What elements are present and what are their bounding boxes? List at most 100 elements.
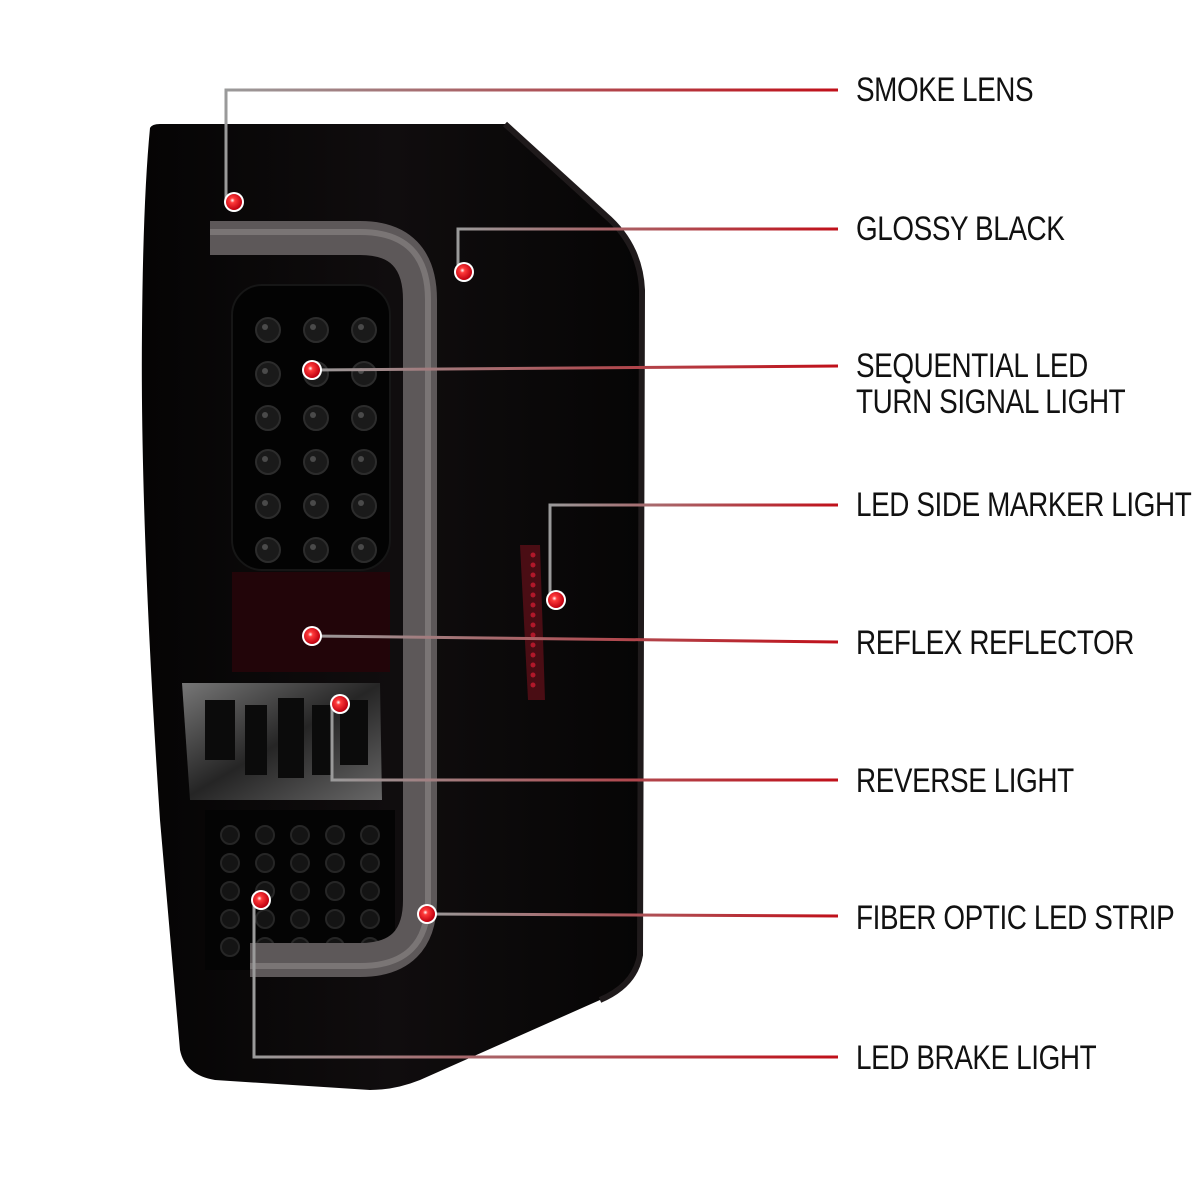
reverse-light-facets <box>205 698 368 778</box>
marker-led <box>530 622 536 628</box>
marker-led <box>530 642 536 648</box>
label-text: REVERSE LIGHT <box>856 762 1074 800</box>
led-bulb <box>255 825 275 845</box>
reflex-reflector-panel <box>232 572 390 672</box>
label-led-brake: LED BRAKE LIGHT <box>856 1039 1097 1077</box>
marker-dot <box>548 592 564 608</box>
side-marker-leds <box>530 552 536 688</box>
label-text: FIBER OPTIC LED STRIP <box>856 899 1175 937</box>
marker-dot <box>304 362 320 378</box>
led-bulb <box>351 493 377 519</box>
led-glint <box>262 544 268 550</box>
leader-line <box>311 364 839 372</box>
marker-dot <box>226 194 242 210</box>
led-bulb <box>351 405 377 431</box>
callout-markers <box>224 192 566 924</box>
marker-led <box>530 592 536 598</box>
label-reflex-reflector: REFLEX REFLECTOR <box>856 625 1134 661</box>
led-glint <box>358 500 364 506</box>
marker-led <box>530 602 536 608</box>
led-bulb <box>360 909 380 929</box>
marker-led <box>530 552 536 558</box>
led-bulb <box>255 317 281 343</box>
label-text: SMOKE LENS <box>856 71 1034 109</box>
led-bulb <box>325 909 345 929</box>
marker-dot <box>253 892 269 908</box>
led-bulb <box>255 405 281 431</box>
led-bulb <box>303 537 329 563</box>
led-bulb <box>360 825 380 845</box>
led-bulb <box>303 449 329 475</box>
reflector-shade <box>232 572 390 672</box>
led-glint <box>310 500 316 506</box>
label-reverse-light: REVERSE LIGHT <box>856 763 1074 799</box>
side-marker-strip <box>520 545 545 700</box>
marker-led <box>530 572 536 578</box>
marker-dot <box>456 264 472 280</box>
led-glint <box>358 544 364 550</box>
label-led-side-marker: LED SIDE MARKER LIGHT <box>856 486 1192 524</box>
marker-led <box>530 632 536 638</box>
led-bulb <box>220 881 240 901</box>
led-bulb <box>303 493 329 519</box>
marker-led <box>530 682 536 688</box>
led-glint <box>262 368 268 374</box>
leader-line <box>426 912 839 918</box>
marker-led <box>530 612 536 618</box>
label-fiber-optic: FIBER OPTIC LED STRIP <box>856 899 1175 937</box>
led-glint <box>262 324 268 330</box>
led-bulb <box>325 825 345 845</box>
led-bulb <box>255 909 275 929</box>
marker-dot <box>419 906 435 922</box>
led-bulb <box>290 825 310 845</box>
led-glint <box>310 544 316 550</box>
label-text: LED SIDE MARKER LIGHT <box>856 486 1192 524</box>
label-text: REFLEX REFLECTOR <box>856 624 1134 662</box>
led-glint <box>310 324 316 330</box>
label-text: LED BRAKE LIGHT <box>856 1039 1097 1077</box>
led-glint <box>262 456 268 462</box>
marker-dot <box>332 696 348 712</box>
fiber-optic-highlight <box>210 229 431 969</box>
led-bulb <box>220 909 240 929</box>
led-bulb <box>220 937 240 957</box>
led-bulb <box>220 853 240 873</box>
leader-line <box>311 634 839 644</box>
label-text: TURN SIGNAL LIGHT <box>856 383 1126 421</box>
marker-led <box>530 672 536 678</box>
label-sequential-led: SEQUENTIAL LED TURN SIGNAL LIGHT <box>856 347 1126 421</box>
marker-led <box>530 662 536 668</box>
led-bulb <box>290 909 310 929</box>
led-bulb <box>351 449 377 475</box>
led-bulb <box>325 853 345 873</box>
led-bulb <box>220 825 240 845</box>
fiber-optic-led-strip <box>210 221 437 977</box>
label-glossy-black: GLOSSY BLACK <box>856 210 1065 248</box>
led-bulb <box>303 405 329 431</box>
led-bulb <box>360 881 380 901</box>
led-glint <box>358 456 364 462</box>
led-bulb <box>325 881 345 901</box>
led-bulb <box>351 361 377 387</box>
led-glint <box>358 412 364 418</box>
marker-led <box>530 652 536 658</box>
label-text: GLOSSY BLACK <box>856 210 1065 248</box>
led-bulb <box>255 449 281 475</box>
led-bulb <box>255 537 281 563</box>
led-glint <box>262 412 268 418</box>
label-text: SEQUENTIAL LED <box>856 347 1088 385</box>
led-bulb <box>255 493 281 519</box>
led-bulb <box>351 537 377 563</box>
led-glint <box>310 456 316 462</box>
label-smoke-lens: SMOKE LENS <box>856 71 1034 109</box>
led-glint <box>358 324 364 330</box>
marker-led <box>530 582 536 588</box>
marker-led <box>530 562 536 568</box>
led-bulb <box>360 853 380 873</box>
led-bulb <box>290 881 310 901</box>
led-bulb <box>290 853 310 873</box>
led-glint <box>310 412 316 418</box>
led-bulb <box>255 853 275 873</box>
